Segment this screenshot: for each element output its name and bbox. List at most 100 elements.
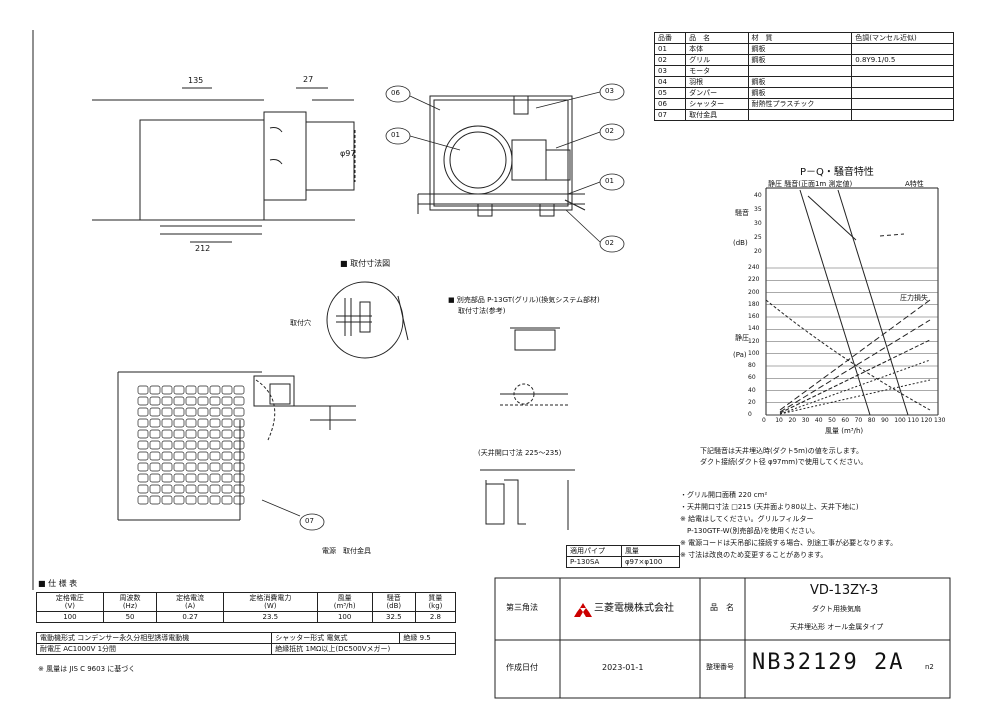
- grille-slot: [197, 429, 209, 439]
- grille-slot: [209, 429, 221, 439]
- graph-x-tick: 0: [762, 417, 766, 424]
- graph-pa-tick: 0: [748, 411, 752, 418]
- spec-table-2: 電動機形式 コンデンサー永久分相型誘導電動機 シャッター形式 電気式 絶縁 9.…: [35, 631, 456, 656]
- parts-cell-no: 02: [653, 54, 687, 67]
- graph-pa-tick: 240: [748, 264, 760, 271]
- grille-slot: [149, 440, 161, 450]
- grille-slot: [233, 473, 245, 483]
- grille-slot: [149, 451, 161, 461]
- spec-value: 23.5: [223, 611, 318, 624]
- grille-slot: [233, 396, 245, 406]
- grille-slot: [197, 407, 209, 417]
- grille-slot: [185, 385, 197, 395]
- graph-noise-tick: 40: [754, 192, 762, 199]
- spec-withstand: 耐電圧 AC1000V 1分間: [35, 643, 273, 656]
- grille-slot: [185, 418, 197, 428]
- spec-insul: 絶縁 9.5: [399, 631, 456, 645]
- grille-slot: [197, 451, 209, 461]
- parts-header: 材 質: [747, 31, 853, 45]
- grille-slot: [233, 484, 245, 494]
- graph-curve-label: 圧力損失: [900, 294, 928, 302]
- grille-slot: [221, 418, 233, 428]
- graph-pa-tick: 180: [748, 300, 760, 308]
- loss-curve-5: [779, 379, 931, 415]
- grille-slot: [197, 473, 209, 483]
- grille-view: [117, 371, 356, 521]
- grille-slot: [233, 418, 245, 428]
- graph-grid: [766, 267, 938, 416]
- grille-slot: [161, 495, 173, 505]
- grille-slot: [197, 396, 209, 406]
- spec-table: 定格電圧 (V)周波数 (Hz)定格電流 (A)定格消費電力 (W)風量 (m³…: [36, 591, 457, 624]
- grille-slot: [221, 396, 233, 406]
- grille-slot: [197, 418, 209, 428]
- note-line: P-130GTF-W(別売部品)を使用ください。: [680, 527, 820, 535]
- spec-value: 32.5: [371, 611, 416, 624]
- graph-y-pa: 静圧: [735, 334, 749, 342]
- date-value: 2023-01-1: [602, 663, 644, 672]
- grille-slot: [209, 462, 221, 472]
- parts-header: 品 名: [685, 31, 749, 45]
- noise-curve-b: [879, 233, 905, 237]
- grille-slot: [137, 484, 149, 494]
- grille-slot: [149, 418, 161, 428]
- grille-slot: [161, 440, 173, 450]
- callout-circles: [299, 83, 625, 531]
- graph-x-tick: 80: [867, 417, 876, 424]
- option-title: ■ 別売部品 P-13GT(グリル)(換気システム部材): [448, 296, 600, 304]
- pq-curve-3: [765, 299, 931, 411]
- grille-slot: [221, 495, 233, 505]
- grille-slot: [233, 462, 245, 472]
- graph-top-right: A特性: [905, 180, 924, 188]
- parts-cell-name: 本体: [685, 43, 749, 56]
- loss-curve-2: [779, 319, 931, 413]
- grille-slot: [221, 429, 233, 439]
- parts-cell-color: [851, 87, 954, 100]
- graph-x-tick: 40: [814, 417, 823, 424]
- callout-03: 03: [605, 87, 614, 95]
- graph-note-2: ダクト接続(ダクト径 φ97mm)で使用してください。: [700, 458, 868, 466]
- grille-slot: [149, 407, 161, 417]
- grille-slot: [173, 495, 185, 505]
- graph-pa-tick: 120: [748, 337, 760, 345]
- company-logo: [574, 602, 592, 621]
- loss-curve-1: [779, 299, 931, 411]
- graph-x-label: 風量 (m³/h): [825, 427, 864, 435]
- grille-slot: [137, 473, 149, 483]
- parts-cell-color: 0.8Y9.1/0.5: [851, 54, 954, 67]
- grille-slot: [185, 429, 197, 439]
- graph-x-tick: 70: [854, 417, 863, 424]
- grille-slot: [209, 407, 221, 417]
- spec-value: 100: [36, 611, 104, 624]
- drawing-number: NB32129 2A: [752, 650, 905, 675]
- grille-slot: [173, 451, 185, 461]
- grille-slot: [173, 473, 185, 483]
- grille-slot: [209, 385, 221, 395]
- grille-slot: [197, 495, 209, 505]
- parts-header: 品番: [653, 31, 687, 45]
- note-line: ・グリル開口面積 220 cm²: [680, 491, 768, 499]
- spec-shutter: シャッター形式 電気式: [271, 631, 401, 645]
- grille-slot: [173, 385, 185, 395]
- dim-27: 27: [303, 75, 314, 84]
- spec-header: 定格電圧 (V): [36, 591, 104, 613]
- graph-x-tick: 50: [828, 417, 836, 424]
- graph-pa-tick: 140: [748, 325, 760, 333]
- parts-cell-color: [851, 65, 954, 78]
- graph-pa-tick: 80: [748, 362, 756, 369]
- spec-value: 50: [102, 611, 158, 624]
- grille-slot: [233, 385, 245, 395]
- parts-cell-material: 鋼板: [747, 54, 853, 67]
- grille-slot: [185, 396, 197, 406]
- parts-cell-no: 01: [653, 43, 687, 56]
- grille-slot: [209, 440, 221, 450]
- opening-label: (天井開口寸法 225～235): [478, 449, 562, 457]
- option-view: [480, 327, 575, 530]
- grille-slot: [173, 484, 185, 494]
- parts-cell-material: [747, 65, 853, 78]
- spec-value: 0.27: [156, 611, 225, 624]
